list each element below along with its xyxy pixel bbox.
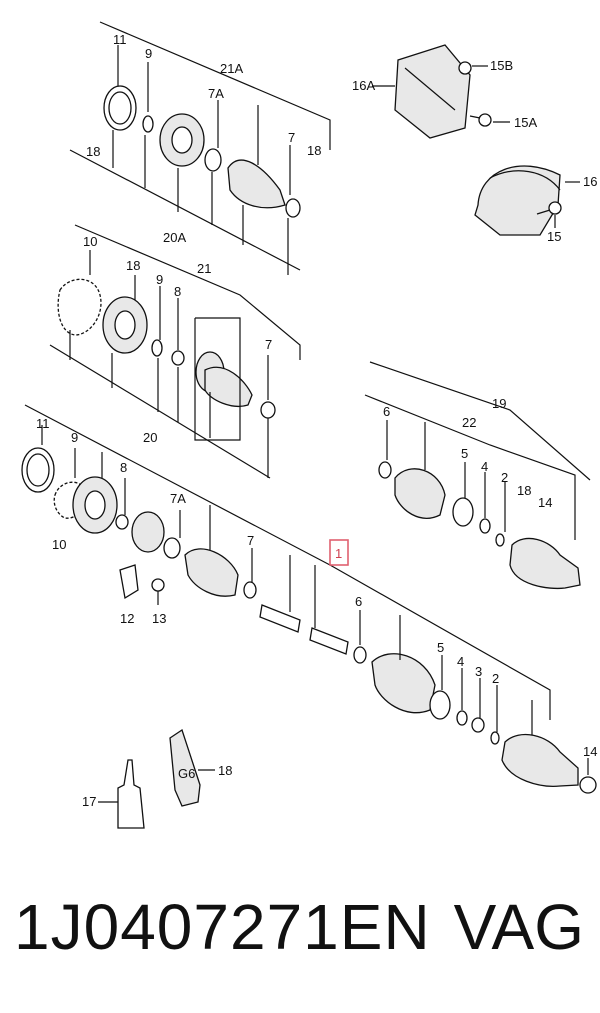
callout: 6 bbox=[383, 404, 390, 419]
callout: 20 bbox=[143, 430, 157, 445]
callout: 8 bbox=[174, 284, 181, 299]
boot-main-inner bbox=[184, 548, 239, 597]
callout: 2 bbox=[501, 470, 508, 485]
gasket-10 bbox=[57, 278, 102, 336]
boot-main-outer bbox=[371, 653, 436, 714]
highlight-callout[interactable]: 1 bbox=[329, 539, 349, 566]
callout: 7A bbox=[208, 86, 224, 101]
callout: 9 bbox=[145, 46, 152, 61]
callout: 19 bbox=[492, 396, 506, 411]
group-heat-shield bbox=[372, 44, 580, 236]
sealant-bottle-17 bbox=[98, 759, 145, 829]
brand-name: VAG bbox=[453, 891, 584, 963]
callout: 21 bbox=[197, 261, 211, 276]
callout: 10 bbox=[83, 234, 97, 249]
grease-tube-18: G6 bbox=[169, 728, 215, 807]
callout: 11 bbox=[113, 32, 127, 47]
part-number: 1J0407271EN bbox=[14, 891, 431, 963]
callout: 14 bbox=[583, 744, 597, 759]
group-21a bbox=[69, 21, 331, 275]
group-19 bbox=[364, 361, 591, 590]
group-main-driveshaft bbox=[21, 404, 597, 794]
callout: 4 bbox=[457, 654, 464, 669]
bracket-12 bbox=[119, 564, 139, 600]
callout: 18 bbox=[307, 143, 321, 158]
boot-21 bbox=[204, 366, 253, 407]
tube-marking: G6 bbox=[178, 766, 195, 781]
highlight-box[interactable] bbox=[329, 539, 349, 566]
circlip bbox=[142, 115, 154, 133]
callout: 15B bbox=[490, 58, 513, 73]
callout-labels: 11 9 21A 18 7A 7 18 20A 15B 16A 15A 16 1… bbox=[36, 32, 597, 809]
callout: 2 bbox=[492, 671, 499, 686]
callout: 20A bbox=[163, 230, 186, 245]
callout: 15 bbox=[547, 229, 561, 244]
callout: 18 bbox=[86, 144, 100, 159]
callout: 8 bbox=[120, 460, 127, 475]
callout: 9 bbox=[71, 430, 78, 445]
callout: 12 bbox=[120, 611, 134, 626]
callout: 7 bbox=[265, 337, 272, 352]
clamp bbox=[204, 148, 222, 172]
callout: 11 bbox=[36, 416, 50, 431]
outer-cv-joint-19 bbox=[509, 537, 581, 590]
shaft-left bbox=[259, 604, 301, 633]
exploded-parts-diagram: G6 11 9 21A 18 7A 7 18 20A 15B 16A 15A 1… bbox=[21, 21, 597, 829]
callout: 21A bbox=[220, 61, 243, 76]
heat-shield-16 bbox=[474, 165, 561, 236]
callout: 16A bbox=[352, 78, 375, 93]
boot bbox=[227, 159, 286, 209]
callout: 10 bbox=[52, 537, 66, 552]
callout: 6 bbox=[355, 594, 362, 609]
group-21 bbox=[49, 224, 301, 479]
boot-22 bbox=[394, 468, 446, 519]
callout: 15A bbox=[514, 115, 537, 130]
callout: 4 bbox=[481, 459, 488, 474]
shaft-right bbox=[309, 627, 349, 655]
callout: 13 bbox=[152, 611, 166, 626]
callout: 14 bbox=[538, 495, 552, 510]
callout: 9 bbox=[156, 272, 163, 287]
callout: 18 bbox=[126, 258, 140, 273]
callout: 7 bbox=[288, 130, 295, 145]
callout: 3 bbox=[475, 664, 482, 679]
callout: 18 bbox=[218, 763, 232, 778]
callout: 18 bbox=[517, 483, 531, 498]
callout: 22 bbox=[462, 415, 476, 430]
outer-cv-joint-main bbox=[501, 733, 579, 787]
callout: 7A bbox=[170, 491, 186, 506]
highlight-label: 1 bbox=[335, 546, 342, 561]
callout: 16 bbox=[583, 174, 597, 189]
callout: 5 bbox=[437, 640, 444, 655]
callout: 5 bbox=[461, 446, 468, 461]
callout: 7 bbox=[247, 533, 254, 548]
callout: 17 bbox=[82, 794, 96, 809]
